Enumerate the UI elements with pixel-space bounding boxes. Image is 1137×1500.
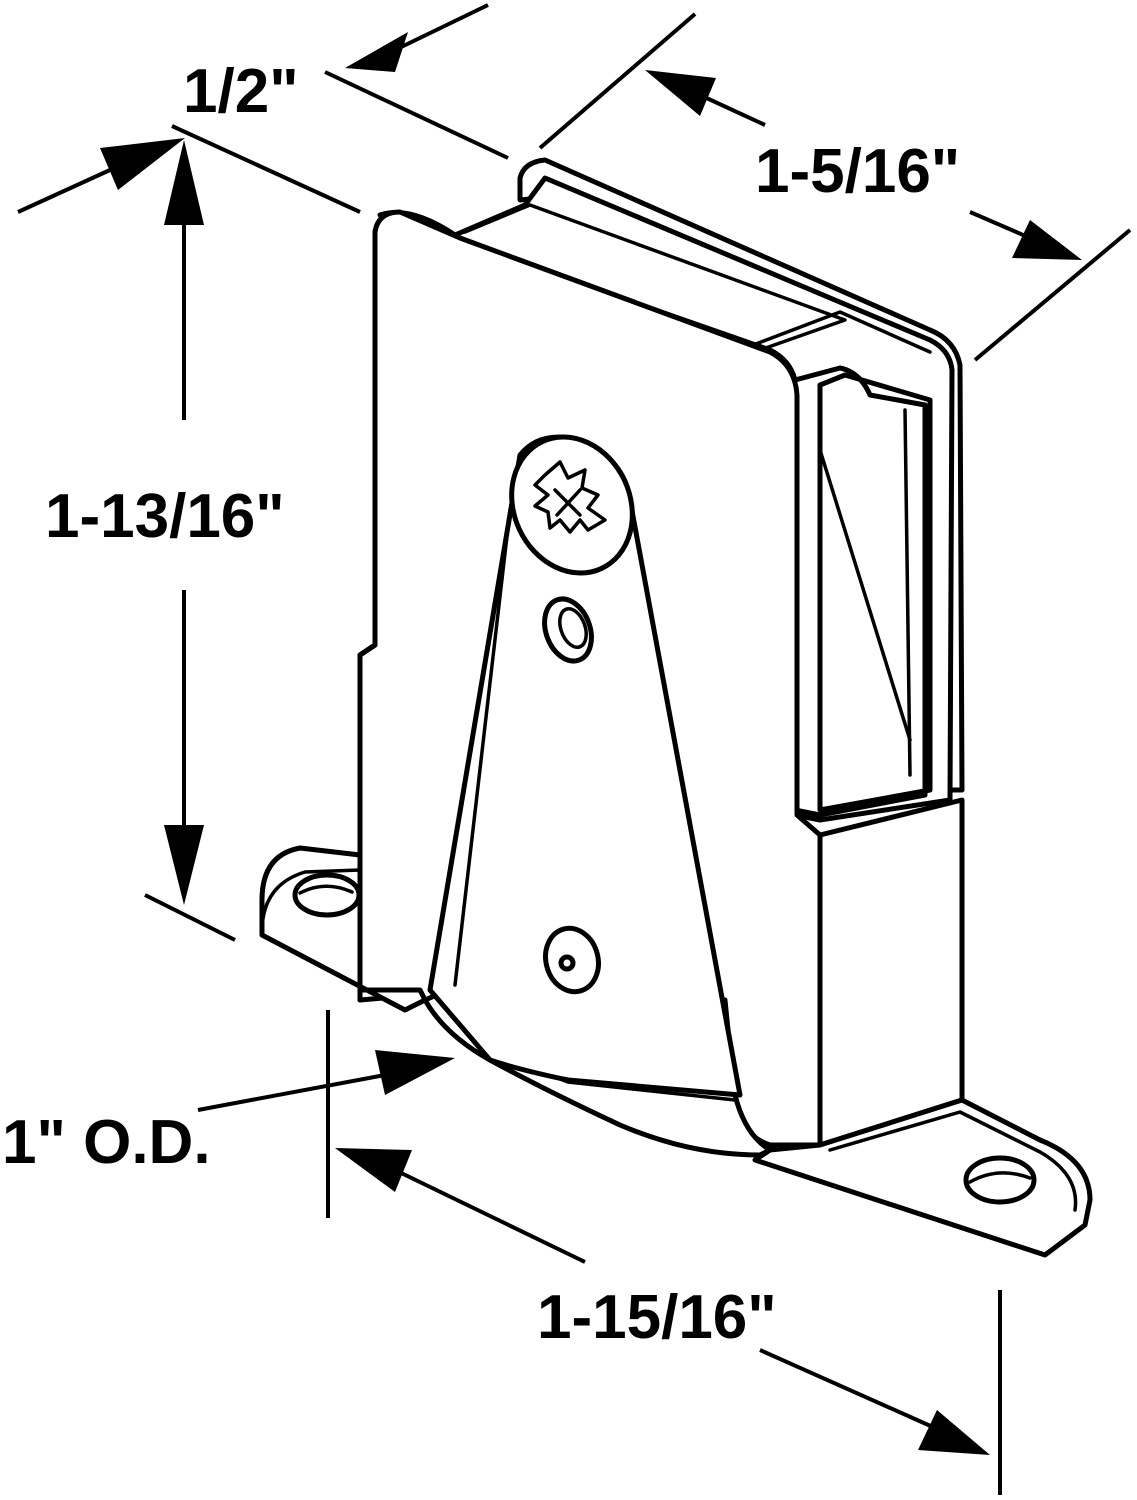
dim-base-length: 1-15/16" (326, 1010, 1002, 1495)
dim-depth: 1/2" (17, 3, 509, 214)
dim-height: 1-13/16" (45, 140, 285, 942)
left-plate-notch (357, 229, 378, 1003)
axle-rivet (543, 925, 601, 995)
label-base-length: 1-15/16" (537, 1283, 777, 1352)
rim-inner-line (463, 203, 847, 352)
right-screw-hole (963, 1155, 1037, 1205)
side-channel-inner (817, 372, 933, 813)
right-mounting-tab (752, 1097, 1093, 1258)
label-height: 1-13/16" (45, 482, 285, 551)
dimension-annotations: 1/2" 1-5/16" 1-13/16" 1" O.D. (2, 3, 1132, 1495)
axle-bracket-inner (453, 508, 512, 987)
side-channel-diagonal (818, 448, 912, 742)
label-width-top: 1-5/16" (755, 137, 960, 206)
left-screw-hole (292, 872, 362, 918)
label-depth: 1/2" (183, 57, 299, 126)
dim-wheel-od: 1" O.D. (2, 1050, 455, 1177)
rim-inner-line-2 (738, 310, 932, 354)
right-leg (817, 797, 965, 1148)
rivet-hole-top (542, 596, 594, 664)
phillips-cross-icon (533, 460, 607, 534)
left-mounting-tab (259, 845, 428, 1013)
label-wheel-od: 1" O.D. (2, 1108, 211, 1177)
side-channel-edge (903, 408, 912, 777)
roller-assembly-drawing (259, 157, 1093, 1258)
dim-width-top: 1-5/16" (538, 12, 1132, 362)
